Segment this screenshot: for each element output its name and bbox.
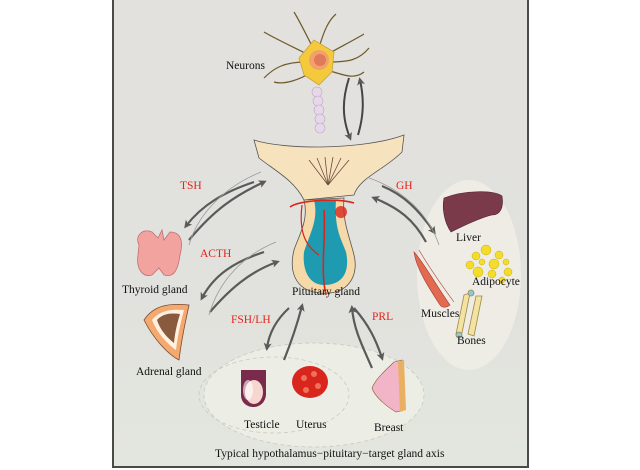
breast-icon [371, 359, 406, 413]
adrenal-gland-label: Adrenal gland [136, 366, 202, 378]
breast-label: Breast [374, 422, 404, 434]
muscles-label: Muscles [421, 308, 460, 320]
uterus-icon [292, 366, 328, 398]
tsh-arrow-to-thyroid [184, 180, 255, 229]
thyroid-icon [137, 228, 182, 277]
reproductive-targets-inner-ellipse [198, 356, 350, 434]
testicle-icon [241, 370, 266, 408]
hormone-label-tsh: TSH [180, 180, 202, 192]
liver-icon [442, 191, 503, 233]
hormone-label-prl: PRL [372, 311, 394, 323]
acth-arrow-to-pituitary [209, 259, 280, 313]
adipocyte-icon [465, 244, 513, 284]
adipocyte-label: Adipocyte [472, 276, 520, 288]
hypothalamus-pituitary-icon [253, 134, 405, 296]
gh-arrow-to-targets [381, 184, 436, 235]
acth-arrow-to-adrenal [200, 250, 265, 301]
liver-label: Liver [456, 232, 481, 244]
uterus-label: Uterus [296, 419, 327, 431]
gh-targets-ellipse [417, 180, 521, 370]
pituitary-gland-label: Pituitary gland [292, 286, 361, 298]
hormone-label-fsh-lh: FSH/LH [231, 314, 271, 326]
neurons-label: Neurons [226, 60, 265, 72]
thyroid-gland-label: Thyroid gland [122, 284, 188, 296]
hormone-label-gh: GH [396, 180, 413, 192]
adrenal-icon [143, 303, 190, 361]
fshlh-arrow-to-reproductive [263, 307, 290, 351]
prl-arrow-to-pituitary [348, 305, 374, 369]
diagram-frame: Neurons Pituitary gland Thyroid gland Ad… [112, 0, 529, 468]
testicle-label: Testicle [244, 419, 280, 431]
bones-icon [455, 289, 483, 339]
prl-arrow-to-breast [353, 307, 385, 361]
diagram-artwork [137, 11, 521, 448]
neuron-to-hypothalamus-arrow [342, 77, 352, 141]
muscle-icon [413, 249, 455, 308]
gh-arrow-to-pituitary [371, 196, 427, 243]
hypothalamus-to-neuron-arrow [357, 77, 365, 136]
neuron-icon [263, 11, 370, 134]
hormone-label-acth: ACTH [200, 248, 232, 260]
fshlh-arrow-to-pituitary [282, 303, 305, 361]
figure-caption: Typical hypothalamus−pituitary−target gl… [215, 448, 445, 460]
bones-label: Bones [457, 335, 486, 347]
tsh-arrow-to-pituitary [188, 180, 267, 241]
